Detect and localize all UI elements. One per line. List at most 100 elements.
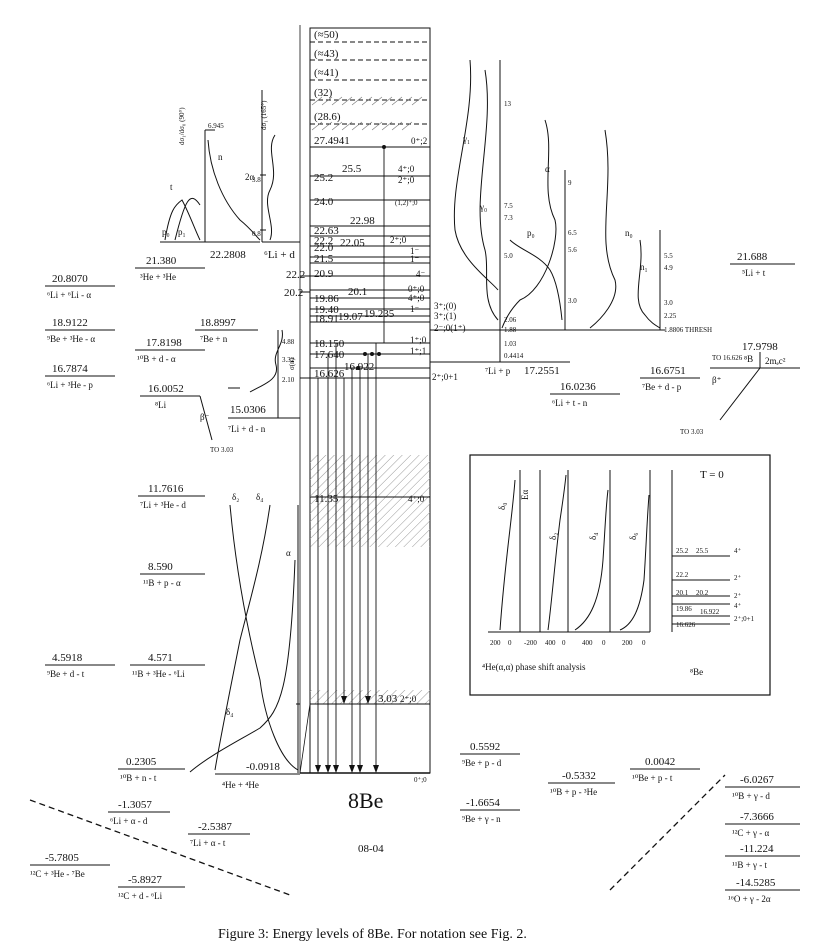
svg-text:⁵Li + t: ⁵Li + t (742, 268, 766, 278)
inset-tick: 0 (602, 639, 606, 647)
tick-label: 3.32 (282, 356, 295, 364)
svg-text:⁷Li + d - n: ⁷Li + d - n (228, 424, 266, 434)
level-label: 22.98 (350, 215, 375, 227)
svg-text:¹⁶O + γ - 2α: ¹⁶O + γ - 2α (728, 894, 771, 904)
curve-label: 2α (245, 172, 255, 182)
phase-shift-curves (189, 504, 300, 773)
level-label: (≈43) (314, 48, 339, 60)
curve-label: p₁ (178, 227, 186, 237)
channel: -11.224 ¹¹B + γ - t (725, 843, 800, 870)
level-label: 22.2 (314, 235, 333, 247)
svg-text:⁹Be + γ - n: ⁹Be + γ - n (462, 814, 501, 824)
level-jpi: 2⁻;0(1⁺) (434, 323, 466, 333)
curve-label: δ₂ (232, 492, 239, 502)
svg-text:18.8997: 18.8997 (200, 317, 236, 329)
channel: -0.0918 ⁴He + ⁴He (215, 761, 300, 790)
svg-text:-2.5387: -2.5387 (198, 821, 232, 833)
inset-nucleus: ⁸Be (690, 667, 703, 677)
energy-label: 22.2808 (210, 249, 246, 261)
tick-label: 2.25 (664, 312, 677, 320)
svg-text:4.5918: 4.5918 (52, 652, 83, 664)
inset-tick: -200 (524, 639, 537, 647)
inset-level: 22.2 (676, 571, 689, 579)
inset-level: 25.5 (696, 547, 709, 555)
level-jpi: 0⁺;0 (414, 776, 427, 784)
level-label: 16.626 (314, 368, 345, 380)
tick-label: 3.8 (252, 176, 261, 184)
channel: 16.7874 ⁶Li + ³He - p (45, 363, 115, 390)
inset-tick: 0 (508, 639, 512, 647)
svg-text:-0.5332: -0.5332 (562, 770, 596, 782)
channel: -1.3057 ⁶Li + α - d (108, 799, 170, 826)
inset-tick: 400 (545, 639, 556, 647)
channel: 4.5918 ⁹Be + d - t (45, 652, 115, 679)
inset-level: 19.86 (676, 605, 692, 613)
svg-text:18.9122: 18.9122 (52, 317, 88, 329)
tick-label: 6.945 (208, 122, 224, 130)
level-jpi: 2⁺;0 (398, 175, 415, 185)
inset-level-jpi: 2⁺ (734, 592, 742, 600)
svg-text:-5.7805: -5.7805 (45, 852, 79, 864)
channel: -7.3666 ¹²C + γ - α (725, 811, 800, 838)
channel-label: ⁶Li + d (264, 249, 295, 261)
svg-text:16.0052: 16.0052 (148, 383, 184, 395)
nucleus-title: 8Be (348, 788, 383, 813)
svg-text:15.0306: 15.0306 (230, 404, 266, 416)
tick-label: 7.5 (504, 202, 513, 210)
channel: 15.0306 ⁷Li + d - n (228, 404, 266, 434)
svg-text:⁶Li + ⁶Li - α: ⁶Li + ⁶Li - α (47, 290, 91, 300)
level-jpi: 2⁺;0+1 (432, 372, 458, 382)
svg-text:-5.8927: -5.8927 (128, 874, 162, 886)
curve-label: n (218, 152, 223, 162)
tick-label: 4.9 (664, 264, 673, 272)
svg-text:-11.224: -11.224 (740, 843, 774, 855)
channel: 0.2305 ¹⁰B + n - t (118, 756, 185, 783)
inset-title: T = 0 (700, 469, 724, 481)
right-channels: ⁷Li + p 17.2551 16.0236 ⁶Li + t - n 21.6… (430, 251, 800, 904)
inset-curve-label: Eα (520, 490, 530, 500)
level-label: 25.5 (342, 163, 362, 175)
svg-text:21.380: 21.380 (146, 255, 177, 267)
figure-caption: Figure 3: Energy levels of 8Be. For nota… (218, 927, 527, 942)
level-jpi: 3⁺;(1) (434, 311, 456, 321)
svg-text:⁸B: ⁸B (744, 354, 753, 364)
inset-level: 20.1 (676, 589, 689, 597)
svg-text:TO 3.03: TO 3.03 (680, 428, 704, 436)
level-label: (≈50) (314, 29, 339, 41)
svg-text:¹¹B + γ - t: ¹¹B + γ - t (732, 860, 767, 870)
inset-level-jpi: 2⁺ (734, 574, 742, 582)
tick-label: 2.10 (282, 376, 295, 384)
svg-text:2mₑc²: 2mₑc² (765, 356, 786, 366)
svg-text:⁷Li + p: ⁷Li + p (485, 366, 511, 376)
level-label: 24.0 (314, 196, 334, 208)
tick-label: 4.88 (282, 338, 295, 346)
svg-text:¹⁰B + γ - d: ¹⁰B + γ - d (732, 791, 770, 801)
svg-text:⁴He + ⁴He: ⁴He + ⁴He (222, 780, 259, 790)
channel: 20.8070 ⁶Li + ⁶Li - α (45, 273, 115, 300)
level-label: 21.5 (314, 253, 334, 265)
inset-tick: 400 (582, 639, 593, 647)
central-column (299, 25, 431, 774)
svg-text:TO 3.03: TO 3.03 (210, 446, 234, 454)
tick-label: 2.06 (504, 316, 517, 324)
svg-text:¹²C + γ - α: ¹²C + γ - α (732, 828, 769, 838)
channel: -1.6654 ⁹Be + γ - n (460, 797, 520, 824)
tick-label: 13 (504, 100, 512, 108)
inset-level: 16.626 (676, 621, 696, 629)
level-jpi: 0⁺;0 (408, 284, 425, 294)
svg-text:21.688: 21.688 (737, 251, 768, 263)
svg-text:17.8198: 17.8198 (146, 337, 182, 349)
svg-text:-1.3057: -1.3057 (118, 799, 152, 811)
level-label: 25.2 (314, 172, 333, 184)
curve-label: α (286, 548, 291, 558)
tick-label: 3.0 (664, 299, 673, 307)
level-label: 27.4941 (314, 135, 350, 147)
level-jpi: 1⁺;0 (410, 335, 427, 345)
curve-label: n₁ (640, 262, 648, 272)
svg-text:11.7616: 11.7616 (148, 483, 184, 495)
channel: -5.7805 ¹²C + ³He - ⁷Be (30, 852, 110, 879)
svg-text:-7.3666: -7.3666 (740, 811, 774, 823)
channel: -2.5387 ⁷Li + α - t (188, 821, 250, 848)
svg-text:⁶Li + α - d: ⁶Li + α - d (110, 816, 148, 826)
svg-text:⁶Li + ³He - p: ⁶Li + ³He - p (47, 380, 93, 390)
